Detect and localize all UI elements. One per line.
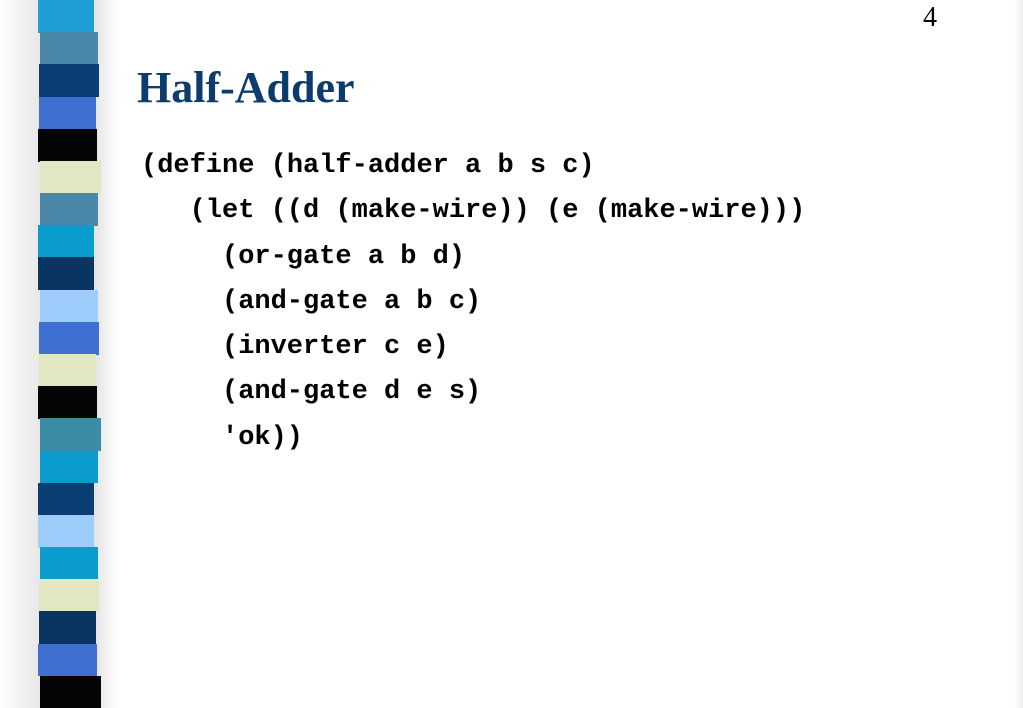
stripe (39, 321, 99, 355)
code-line: 'ok)) (222, 422, 304, 453)
code-line: (define (half-adder a b s c) (141, 151, 595, 181)
stripe (40, 289, 98, 323)
stripe (40, 450, 98, 484)
stripe (38, 386, 97, 419)
stripe (38, 128, 97, 162)
stripe (38, 257, 94, 291)
page-number: 4 (923, 2, 937, 33)
stripe (39, 354, 96, 387)
stripe (40, 32, 98, 65)
stripe (38, 0, 94, 33)
stripe (38, 514, 94, 548)
code-block: (define (half-adder a b s c) (let ((d (ma… (141, 150, 805, 467)
stripe (39, 611, 96, 645)
stripe (39, 96, 96, 130)
stripe (40, 193, 98, 226)
code-line: (and-gate d e s) (222, 377, 482, 408)
slide-title: Half-Adder (137, 63, 355, 112)
stripe (40, 160, 101, 194)
code-line: (or-gate a b d) (222, 241, 466, 272)
stripe (40, 547, 98, 580)
code-line: (let ((d (make-wire)) (e (make-wire))) (189, 196, 806, 227)
stripe (38, 482, 94, 516)
stripe (39, 579, 99, 613)
stripe (39, 64, 99, 98)
stripe (40, 675, 101, 708)
stripe (40, 418, 101, 452)
right-edge-shadow (1014, 0, 1023, 708)
code-line: (and-gate a b c) (222, 286, 482, 317)
code-line: (inverter c e) (222, 332, 449, 363)
decorative-stripe-bar (38, 0, 101, 708)
stripe (38, 225, 94, 259)
stripe (38, 643, 97, 677)
